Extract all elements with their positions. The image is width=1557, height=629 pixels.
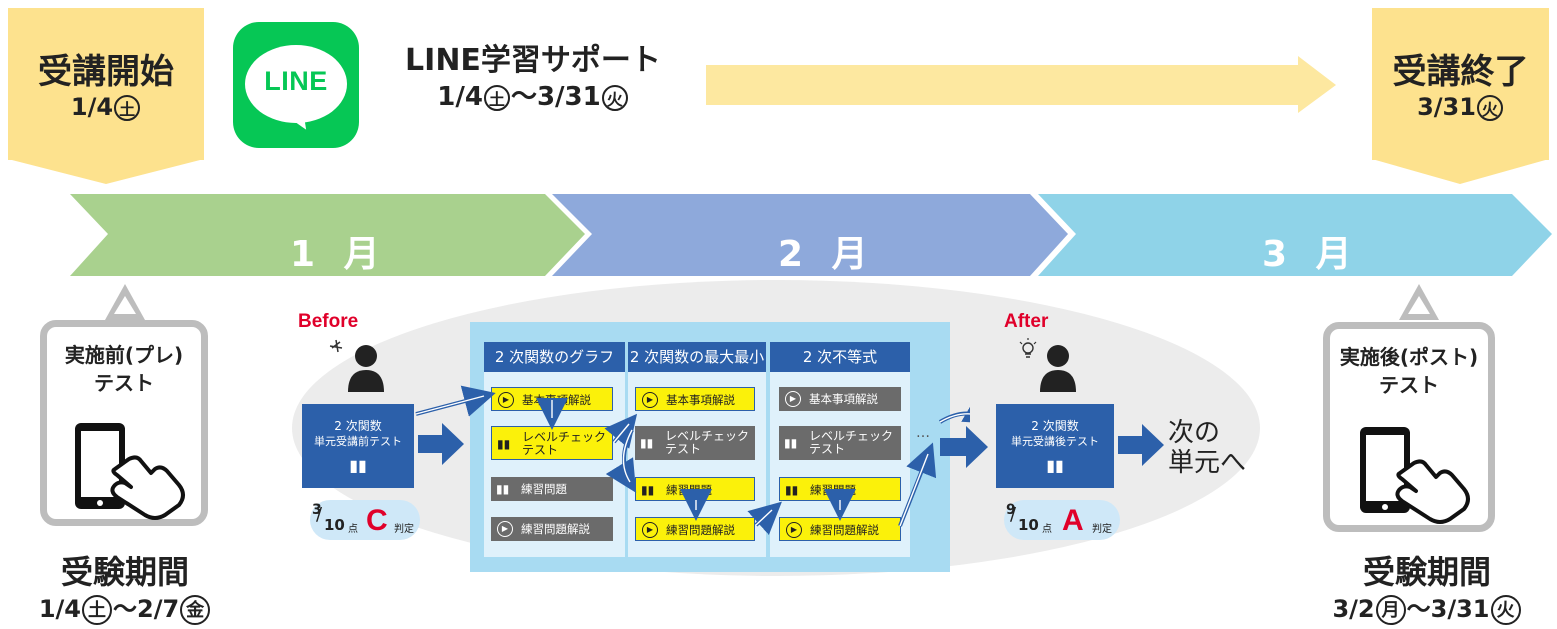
book-icon: ▮▮: [640, 436, 654, 450]
lightbulb-student-icon: [1019, 338, 1076, 392]
level-check-label: レベルチェック テスト: [522, 430, 607, 457]
line-support-title: LINE学習サポート: [405, 43, 661, 78]
exam-right-title: 受験期間: [1362, 553, 1491, 591]
month-chevron-feb: [552, 194, 1068, 276]
after-label: After: [1004, 311, 1049, 332]
column-head-graph: 2 次関数のグラフ: [484, 342, 625, 372]
play-icon: ▶: [786, 522, 802, 538]
lesson-item[interactable]: ▶練習問題解説: [779, 517, 901, 541]
book-icon: ▮▮: [1046, 456, 1064, 475]
month-label-feb: 2 月: [778, 234, 876, 275]
end-dow: 火: [1476, 95, 1503, 121]
after-grade: A: [1062, 504, 1084, 537]
book-icon: ▮▮: [496, 482, 510, 496]
tap-phone-icon: [1360, 427, 1470, 524]
pre-test-card: 実施前(プレ)テスト: [40, 320, 208, 526]
tap-phone-icon: [75, 423, 185, 520]
line-logo: LINE: [233, 22, 359, 148]
after-score: 9 / 10 点 A 判定: [1004, 500, 1120, 540]
month-chevron-mar: [1038, 194, 1552, 276]
lesson-item[interactable]: ▮▮レベルチェック テスト: [635, 426, 755, 460]
start-title: 受講開始: [38, 52, 174, 92]
before-grade: C: [366, 504, 388, 537]
before-score: 3 / 10 点 C 判定: [310, 500, 420, 540]
book-icon: ▮▮: [785, 483, 799, 497]
lesson-item[interactable]: ▶練習問題解説: [491, 517, 613, 541]
month-label-mar: 3 月: [1262, 234, 1360, 275]
lesson-item[interactable]: ▮▮レベルチェック テスト: [779, 426, 901, 460]
column-head-inequality: 2 次不等式: [770, 342, 910, 372]
line-support-to-dow: 火: [601, 84, 628, 111]
before-label: Before: [298, 311, 359, 332]
flow-connectors: [415, 385, 970, 535]
lesson-item[interactable]: ▶練習問題解説: [635, 517, 755, 541]
month-timeline: [70, 194, 1552, 276]
end-flag-point: [1372, 159, 1549, 184]
line-logo-text: LINE: [264, 66, 328, 96]
after-to-next-arrow: [1118, 424, 1164, 466]
play-icon: ▶: [785, 391, 801, 407]
start-flag-point: [8, 159, 204, 184]
line-support-sep: 〜: [510, 82, 537, 112]
lesson-item[interactable]: ▮▮ レベルチェック テスト: [491, 426, 613, 460]
lesson-item[interactable]: ▶基本事項解説: [635, 387, 755, 411]
pre-test-pointer: [105, 284, 145, 320]
ellipsis: …: [916, 425, 930, 441]
post-test-card: 実施後(ポスト)テスト: [1323, 322, 1495, 532]
play-icon: ▶: [497, 521, 513, 537]
panel-to-after-arrow: [940, 426, 988, 468]
line-support-from-dow: 土: [483, 84, 510, 111]
pre-unit-test-box: 2 次関数 単元受講前テスト ▮▮: [302, 404, 414, 488]
before-to-panel-arrow: [418, 423, 464, 465]
start-dow: 土: [114, 95, 141, 121]
pre-test-label: 実施前(プレ)テスト: [64, 343, 184, 395]
column-head-maxmin: 2 次関数の最大最小: [628, 342, 766, 372]
start-date: 1/4: [70, 93, 114, 121]
end-title: 受講終了: [1392, 52, 1529, 92]
end-date: 3/31: [1417, 93, 1476, 121]
next-unit-label: 次の単元へ: [1168, 418, 1247, 478]
post-test-label: 実施後(ポスト)テスト: [1339, 345, 1479, 397]
post-unit-test-box: 2 次関数 単元受講後テスト ▮▮: [996, 404, 1114, 488]
book-icon: ▮▮: [349, 456, 367, 475]
line-support-to: 3/31: [536, 82, 601, 112]
month-label-jan: 1 月: [290, 234, 388, 275]
play-icon: ▶: [642, 522, 658, 538]
post-test-pointer: [1399, 284, 1439, 320]
lesson-item[interactable]: ▮▮練習問題: [491, 477, 613, 501]
book-icon: ▮▮: [784, 436, 798, 450]
confused-student-icon: [329, 339, 384, 392]
exam-left-title: 受験期間: [60, 553, 189, 591]
book-icon: ▮▮: [641, 483, 655, 497]
month-chevron-jan: [70, 194, 585, 276]
book-icon: ▮▮: [497, 437, 511, 451]
line-support-from: 1/4: [437, 82, 483, 112]
play-icon: ▶: [642, 392, 658, 408]
support-period-arrow: [706, 56, 1336, 113]
lesson-item[interactable]: ▶基本事項解説: [779, 387, 901, 411]
play-icon: ▶: [498, 392, 514, 408]
